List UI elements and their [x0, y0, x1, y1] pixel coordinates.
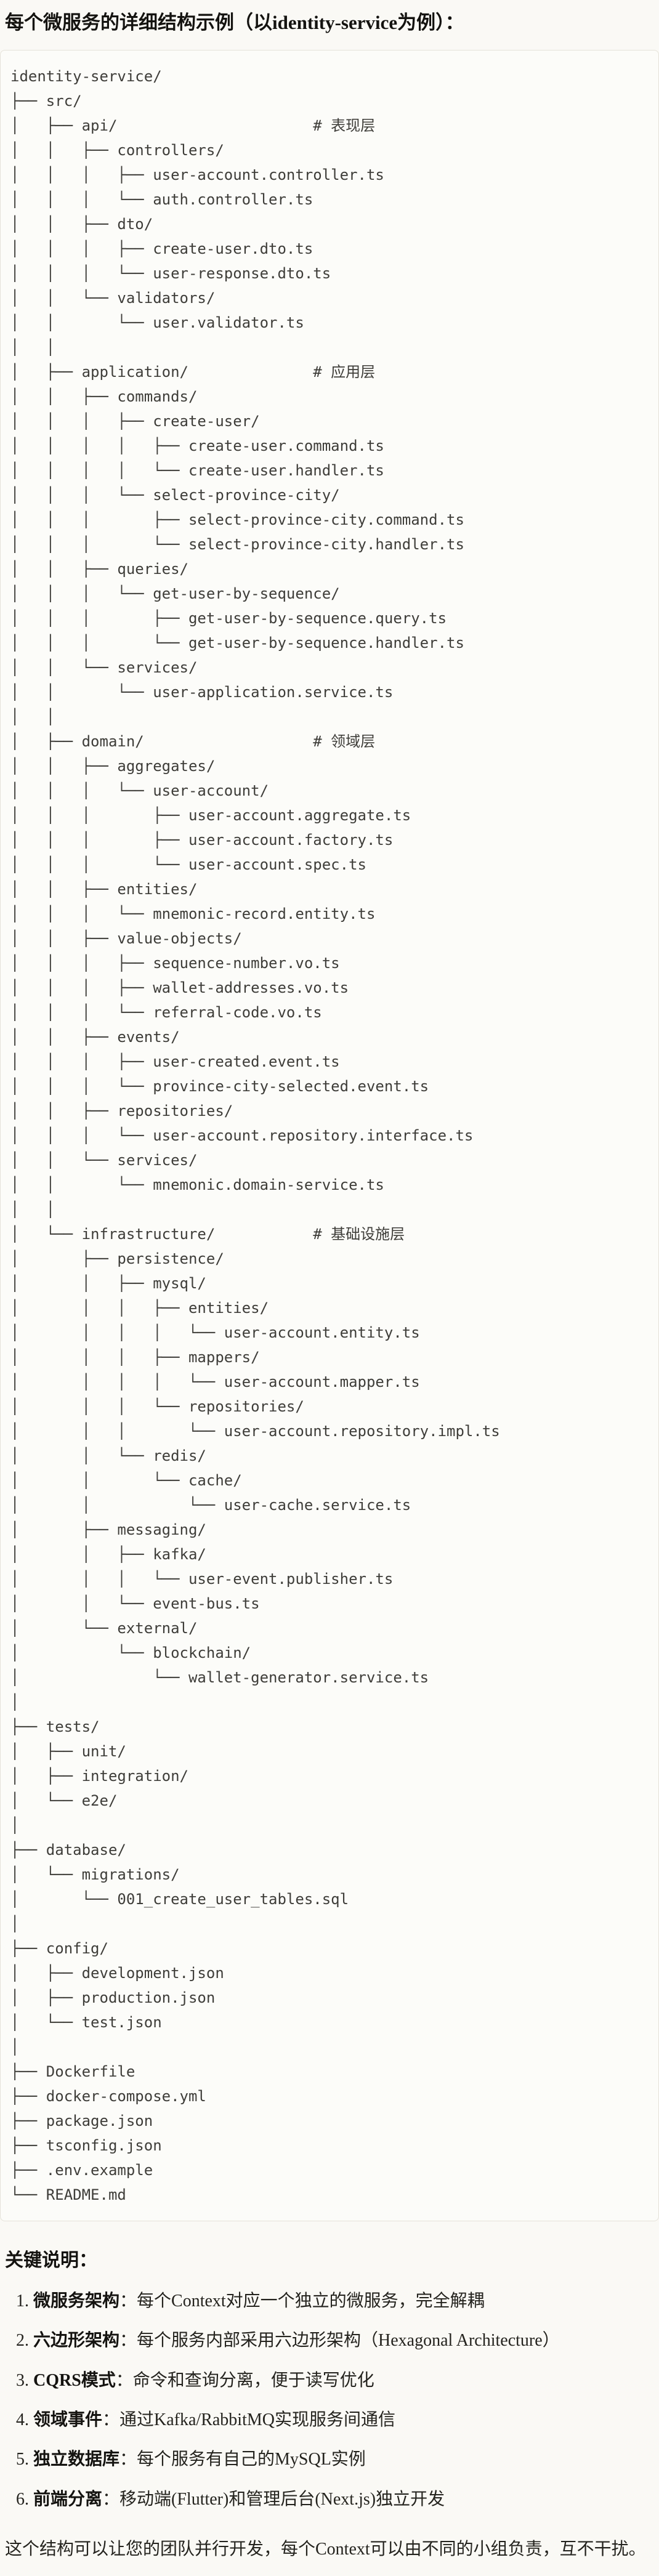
note-text: ：移动端(Flutter)和管理后台(Next.js)独立开发	[102, 2489, 445, 2509]
note-text: ：每个服务有自己的MySQL实例	[119, 2450, 366, 2469]
note-item-5: 5. 独立数据库：每个服务有自己的MySQL实例	[16, 2449, 654, 2471]
note-label: 六边形架构	[33, 2331, 120, 2351]
note-item-1: 1. 微服务架构：每个Context对应一个独立的微服务，完全解耦	[16, 2290, 654, 2312]
note-text: ：通过Kafka/RabbitMQ实现服务间通信	[102, 2410, 395, 2429]
notes-list: 1. 微服务架构：每个Context对应一个独立的微服务，完全解耦 2. 六边形…	[0, 2290, 659, 2511]
note-item-3: 3. CQRS模式：命令和查询分离，便于读写优化	[16, 2370, 654, 2392]
note-label: 前端分离	[33, 2489, 103, 2509]
note-item-6: 6. 前端分离：移动端(Flutter)和管理后台(Next.js)独立开发	[16, 2489, 654, 2511]
note-item-4: 4. 领域事件：通过Kafka/RabbitMQ实现服务间通信	[16, 2409, 654, 2431]
note-label: CQRS模式	[33, 2370, 116, 2390]
note-number: 5.	[16, 2450, 33, 2469]
note-item-2: 2. 六边形架构：每个服务内部采用六边形架构（Hexagonal Archite…	[16, 2330, 654, 2352]
note-number: 4.	[16, 2410, 33, 2429]
note-label: 独立数据库	[33, 2450, 120, 2469]
note-text: ：每个服务内部采用六边形架构（Hexagonal Architecture）	[119, 2331, 560, 2351]
note-label: 领域事件	[33, 2410, 103, 2429]
page-title: 每个微服务的详细结构示例（以identity-service为例）：	[5, 12, 464, 33]
code-block: identity-service/ ├── src/ │ ├── api/ # …	[0, 49, 659, 2221]
note-label: 微服务架构	[33, 2291, 120, 2311]
notes-heading: 关键说明：	[5, 2250, 97, 2271]
note-text: ：命令和查询分离，便于读写优化	[115, 2370, 374, 2390]
note-number: 1.	[16, 2291, 33, 2311]
note-number: 6.	[16, 2489, 33, 2509]
directory-tree: identity-service/ ├── src/ │ ├── api/ # …	[10, 67, 500, 2203]
note-number: 3.	[16, 2370, 33, 2390]
note-text: ：每个Context对应一个独立的微服务，完全解耦	[119, 2291, 485, 2311]
closing-paragraph: 这个结构可以让您的团队并行开发，每个Context可以由不同的小组负责，互不干扰…	[5, 2540, 646, 2559]
note-number: 2.	[16, 2331, 33, 2351]
